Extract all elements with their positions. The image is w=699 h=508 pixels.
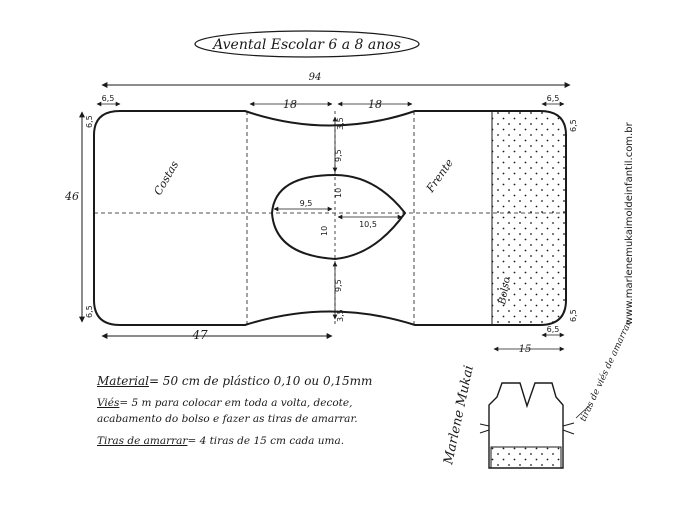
back-label: Costas [151,158,181,197]
dim-head-bottom: 10 [320,226,329,236]
pocket-area [491,110,567,326]
dim-total-width: 94 [101,72,571,88]
dim-height-label: 46 [64,190,79,203]
vies-text: = 5 m para colocar em toda a volta, deco… [119,397,353,409]
dim-total-width-label: 94 [309,72,322,83]
dim-right-top-h: 6,5 [547,94,560,103]
material-text: = 50 cm de plástico 0,10 ou 0,15mm [148,374,373,388]
dim-back-width: 47 [101,328,333,342]
dim-right-bottom-h: 6,5 [547,325,560,334]
dim-head-top-offset: 9,5 [334,149,343,162]
dim-left-bottom-v: 6,5 [85,305,94,318]
dim-right-top-v: 6,5 [569,119,578,132]
apron-illustration [479,382,591,469]
dim-neck-depth-bottom: 3,5 [336,309,345,322]
left-corner-dims: 6,5 6,5 6,5 [85,94,121,318]
tiras-row: Tiras de amarrar= 4 tiras de 15 cm cada … [97,430,427,452]
dim-back-width-label: 47 [191,328,208,342]
front-label: Frente [423,156,456,195]
dim-head-left: 9,5 [300,199,313,208]
right-corner-dims: 6,5 6,5 6,5 6,5 [541,94,578,338]
dim-right-bottom-v: 6,5 [569,309,578,322]
dim-pocket-width: 15 [493,344,565,355]
ties-note: tiras de viés de amarrar [578,318,635,423]
dim-neck-left: 18 [283,98,297,111]
dim-neck-right: 18 [368,98,382,111]
head-horizontal-dims: 9,5 10,5 [273,199,403,229]
center-vertical-dims: 3,5 9,5 10 10 9,5 3,5 [320,116,345,322]
dim-pocket-width-label: 15 [519,344,532,355]
title-text: Avental Escolar 6 a 8 anos [211,37,401,53]
material-label: Material [97,374,149,388]
dim-left-top-h: 6,5 [102,94,115,103]
signature: Marlene Mukai [441,364,477,467]
title-group: Avental Escolar 6 a 8 anos [194,30,420,58]
material-notes: Material= 50 cm de plástico 0,10 ou 0,15… [97,370,427,452]
dim-head-right: 10,5 [359,220,377,229]
vies-text-2: acabamento do bolso e fazer as tiras de … [97,413,358,425]
tiras-text: = 4 tiras de 15 cm cada uma. [187,435,345,447]
material-row: Material= 50 cm de plástico 0,10 ou 0,15… [97,370,427,392]
vies-row: Viés= 5 m para colocar em toda a volta, … [97,392,427,414]
pocket-label: Bolso [497,276,513,306]
dim-height: 46 [64,111,85,323]
dim-head-top: 10 [334,188,343,198]
title-oval [194,30,420,58]
tiras-label: Tiras de amarrar [97,435,188,447]
dim-neck-depth-top: 3,5 [336,117,345,130]
guide-lines [94,111,566,325]
dim-head-bottom-offset: 9,5 [334,279,343,292]
neck-dims: 18 18 [249,98,413,111]
dim-left-top-v: 6,5 [85,115,94,128]
head-opening [270,173,407,261]
website-text: www.marlenemukaimoldeinfantil.com.br [624,121,635,325]
vies-label: Viés [97,397,120,409]
vies-row-2: acabamento do bolso e fazer as tiras de … [97,408,427,430]
